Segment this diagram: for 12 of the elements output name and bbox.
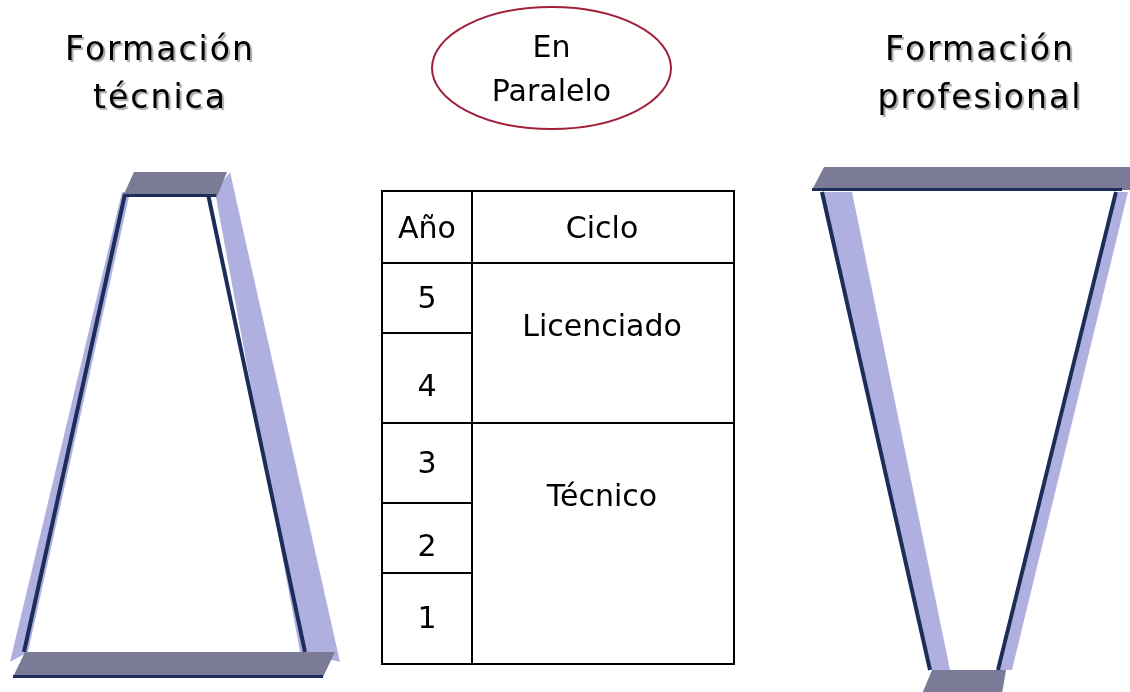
heading: Formación técnica: [64, 28, 256, 118]
table-cell: 3: [381, 422, 473, 504]
table-cell: Licenciado: [471, 262, 735, 424]
oval-label: En Paralelo: [490, 28, 613, 110]
heading: Formación profesional: [876, 28, 1084, 118]
table-cell: 2: [381, 502, 473, 574]
table-cell: 4: [381, 332, 473, 424]
table-cell: Técnico: [471, 422, 735, 665]
table-cell: 1: [381, 572, 473, 665]
table-cell: Ciclo: [471, 190, 735, 264]
table-cell: Año: [381, 190, 473, 264]
table-cell: 5: [381, 262, 473, 334]
